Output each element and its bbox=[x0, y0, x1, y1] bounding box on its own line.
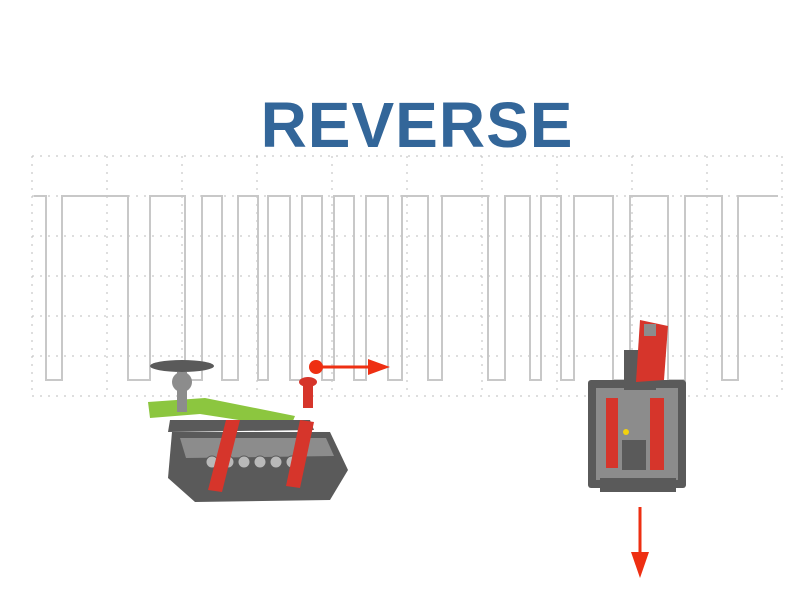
lego-steering-controller-icon bbox=[148, 360, 348, 502]
oscilloscope-grid bbox=[31, 155, 783, 397]
page-title: REVERSE bbox=[260, 89, 574, 161]
arrow-down-icon bbox=[631, 507, 649, 578]
arrow-right-icon bbox=[309, 359, 390, 375]
lego-tracked-robot-icon bbox=[588, 320, 686, 492]
pwm-waveform bbox=[34, 195, 778, 381]
